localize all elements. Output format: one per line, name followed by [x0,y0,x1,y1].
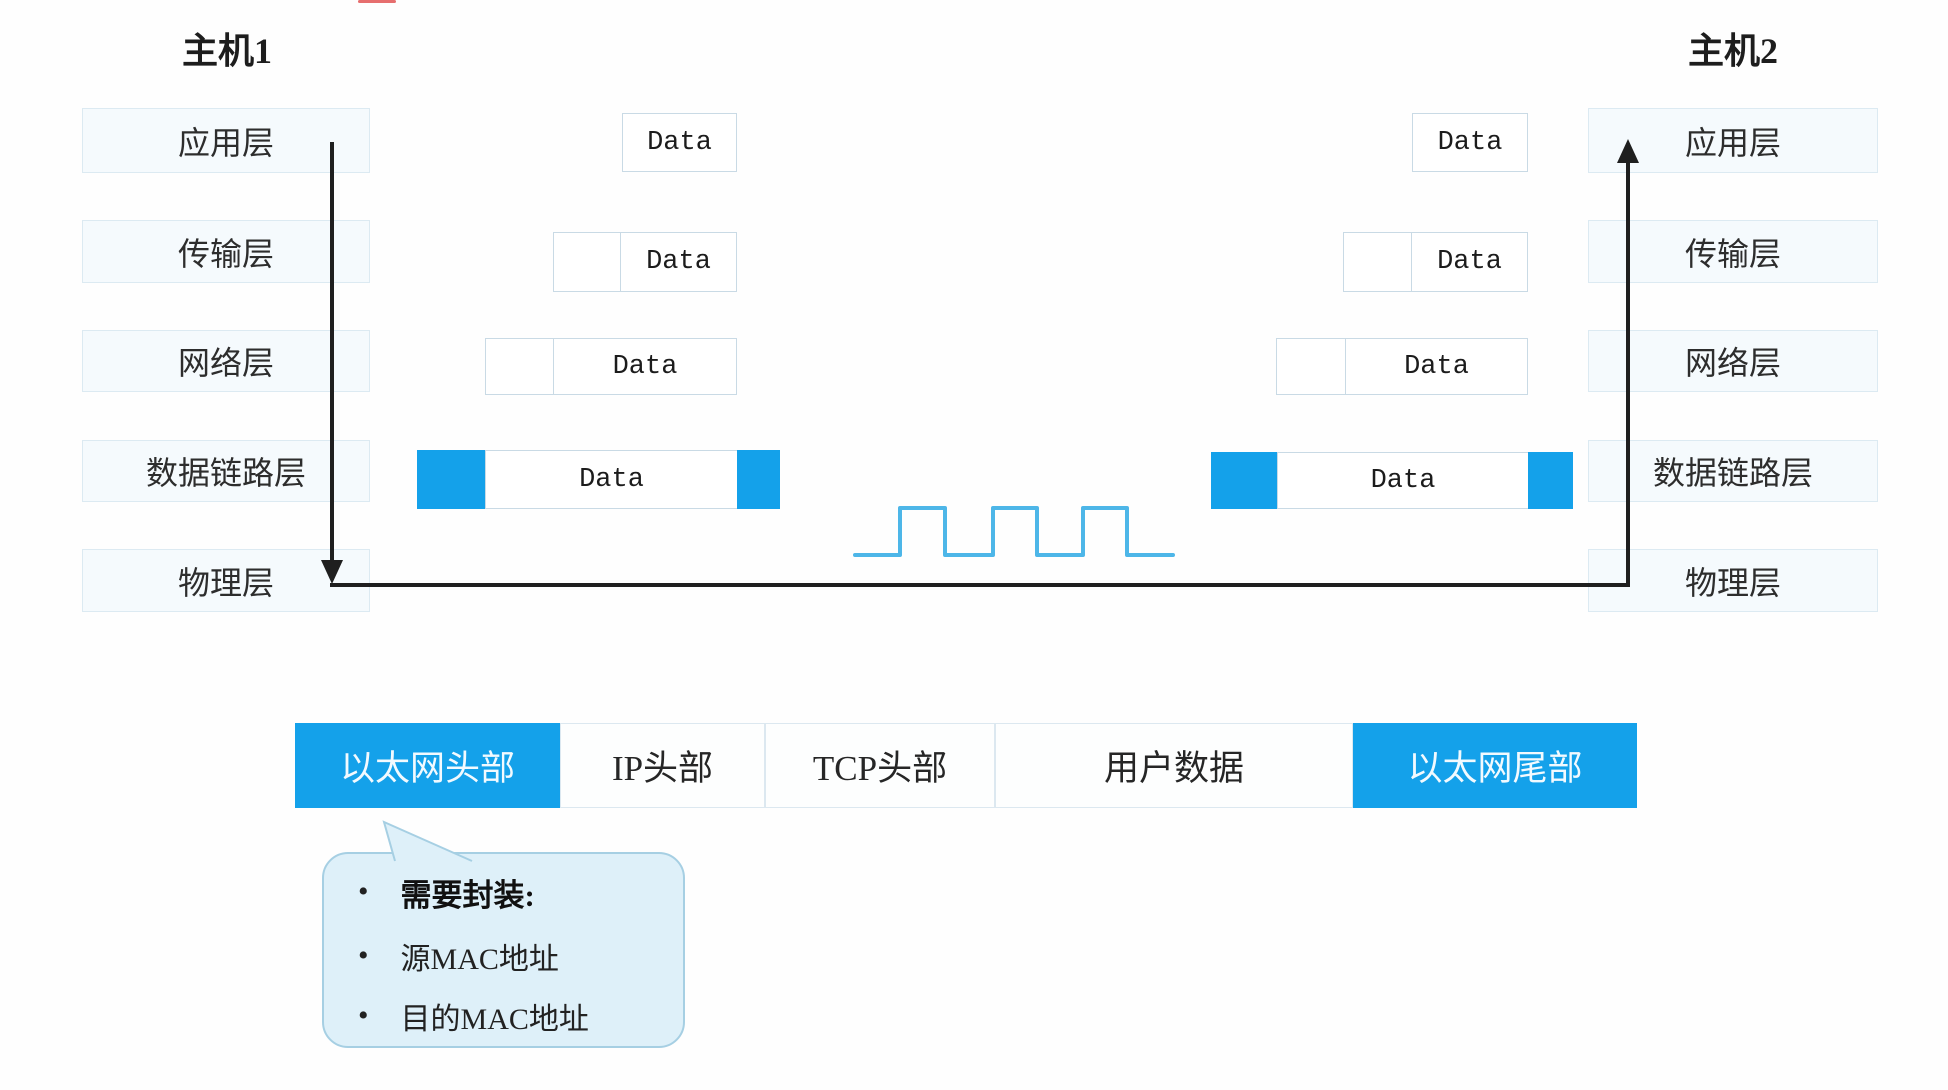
packet-segment-ethernet-header: 以太网头部 [295,723,560,808]
callout-bubble: • 需要封装: • 源MAC地址 • 目的MAC地址 [322,852,685,1048]
callout-item: • 目的MAC地址 [324,990,683,1042]
host2-title: 主机2 [1687,31,1778,71]
host2-layer-physical: 物理层 [1588,549,1878,612]
packet-segment-user-data: 用户数据 [995,723,1353,808]
encap-left-frame-trailer [737,450,780,509]
encap-right-frame-trailer [1528,452,1573,509]
packet-segment-tcp-header: TCP头部 [765,723,995,808]
callout-item-label: 源MAC地址 [400,943,559,976]
host2-layer-transport: 传输层 [1588,220,1878,283]
callout-item-label: 需要封装: [400,877,535,913]
packet-segment-ip-header: IP头部 [560,723,765,808]
transmission-line [330,583,1630,587]
encap-left-frame-header [417,450,486,509]
host2-layer-datalink: 数据链路层 [1588,440,1878,502]
encap-right-app-data: Data [1412,113,1528,172]
host2-layer-application: 应用层 [1588,108,1878,173]
bullet-icon: • [358,939,369,972]
encap-right-frame-data: Data [1277,452,1529,509]
up-arrow-icon [1617,139,1639,163]
encap-right-network-header [1276,338,1346,395]
bullet-icon: • [358,875,369,908]
packet-segment-ethernet-trailer: 以太网尾部 [1353,723,1637,808]
callout-tail [382,820,473,862]
host2-layer-network: 网络层 [1588,330,1878,392]
red-marker-fragment [358,0,396,3]
encap-left-app-data: Data [622,113,737,172]
host1-layer-transport: 传输层 [82,220,370,283]
down-arrow-icon [321,560,343,584]
encap-left-frame-data: Data [485,450,738,509]
encap-right-frame-header [1211,452,1278,509]
host2-decapsulation-line [1626,160,1630,587]
callout-item: • 源MAC地址 [324,930,683,982]
encap-right-network-data: Data [1345,338,1528,395]
host1-layer-network: 网络层 [82,330,370,392]
bullet-icon: • [358,999,369,1032]
callout-item: • 需要封装: [324,866,683,918]
encap-left-network-header [485,338,554,395]
encap-right-transport-data: Data [1411,232,1528,292]
encap-left-transport-data: Data [620,232,737,292]
host1-layer-application: 应用层 [82,108,370,173]
host1-title: 主机1 [181,31,272,71]
encap-left-network-data: Data [553,338,737,395]
callout-item-label: 目的MAC地址 [400,1003,589,1036]
encap-left-transport-header [553,232,621,292]
signal-waveform-icon [853,506,1175,557]
encap-right-transport-header [1343,232,1412,292]
host1-encapsulation-line [330,142,334,566]
host1-layer-datalink: 数据链路层 [82,440,370,502]
